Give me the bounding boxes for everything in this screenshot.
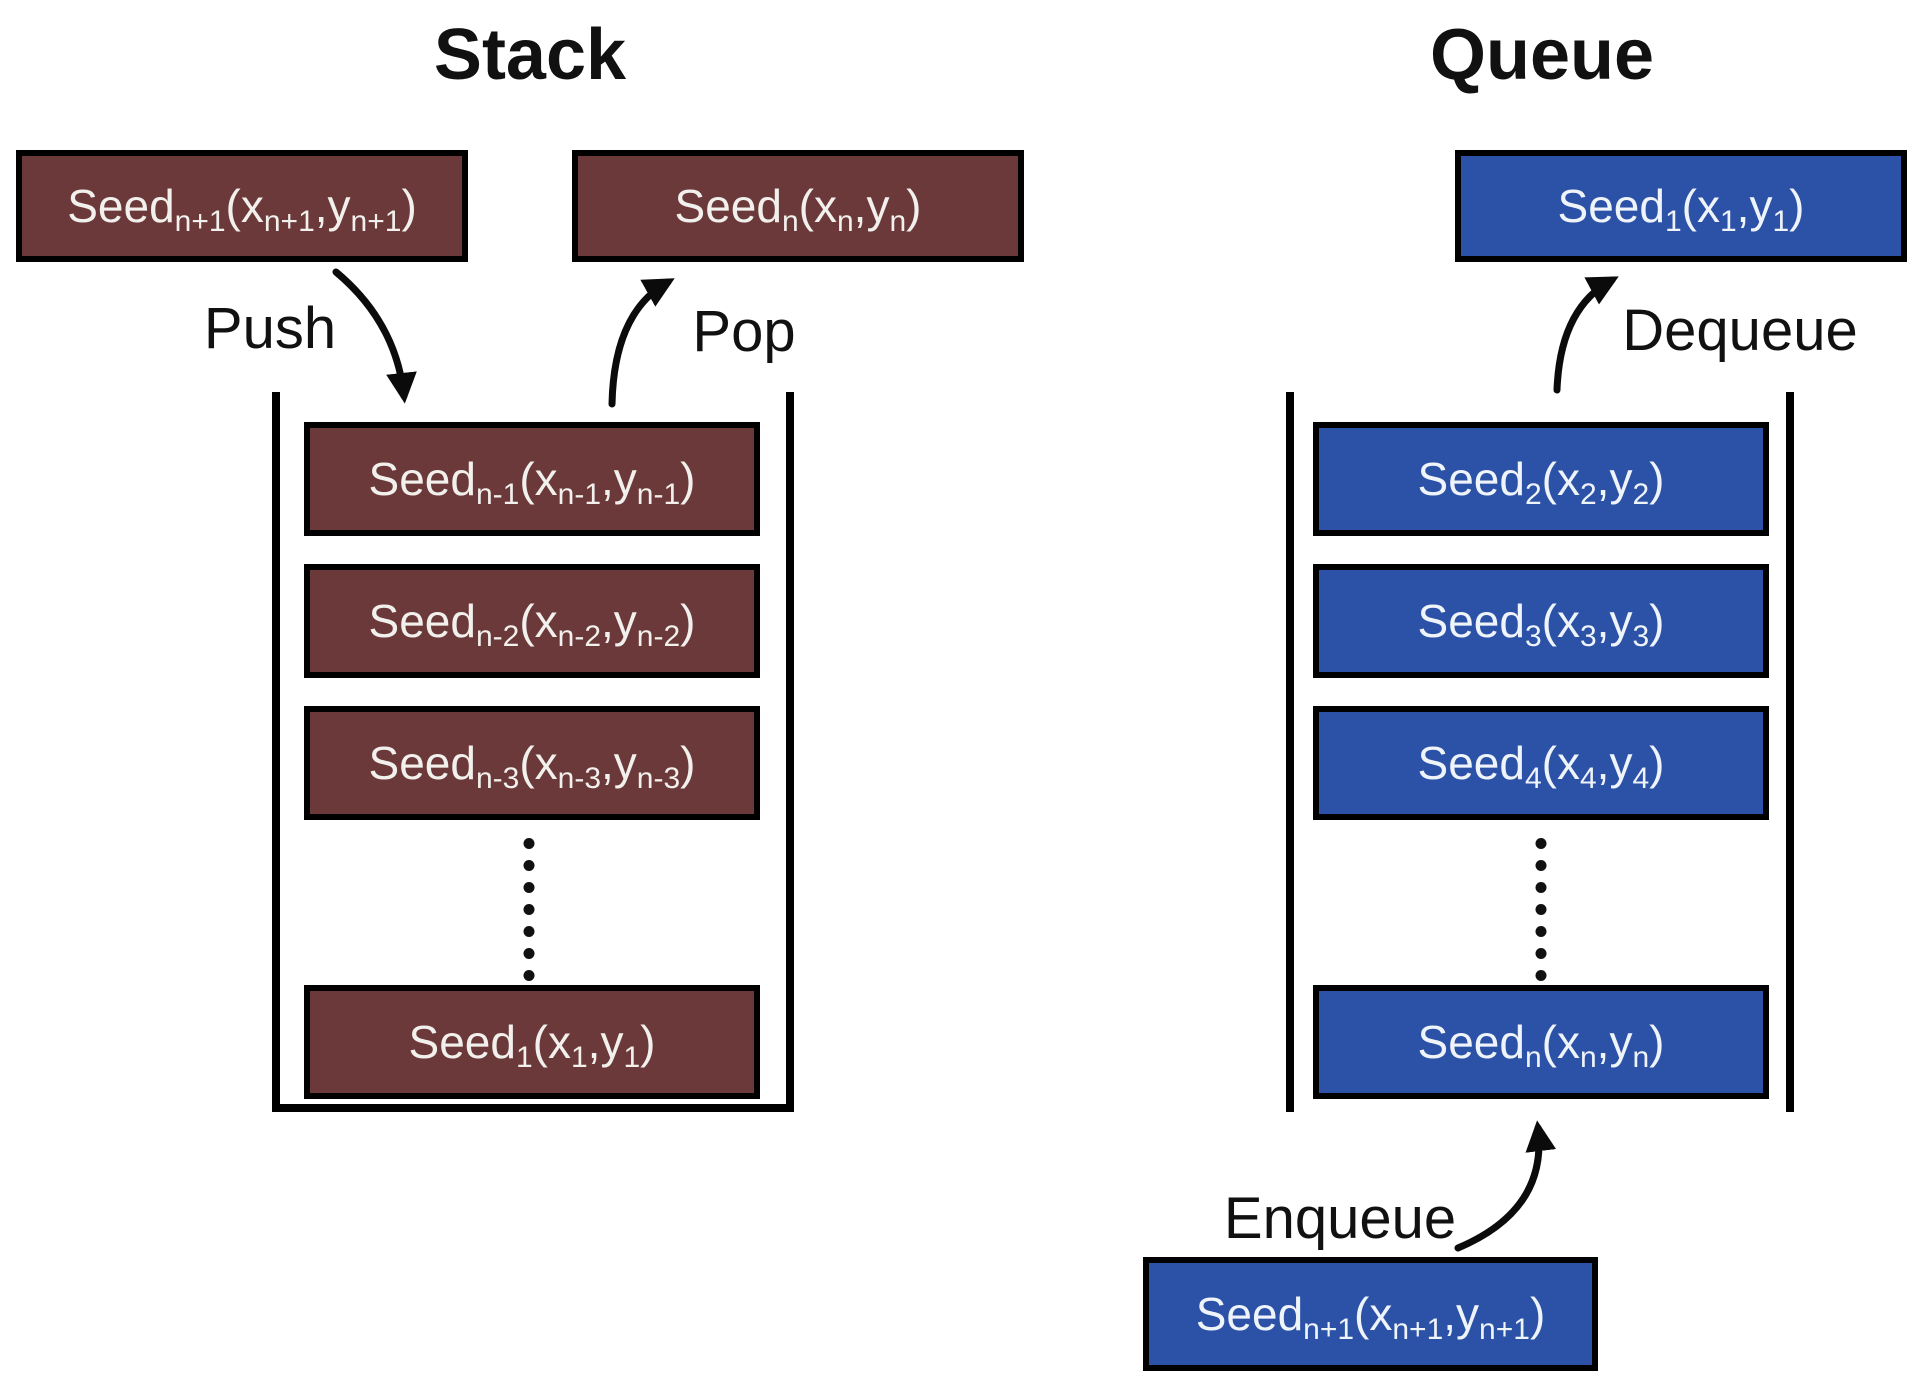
dequeue-label: Dequeue: [1622, 298, 1858, 363]
stack-ellipsis-dots: [523, 838, 535, 981]
enqueue-label: Enqueue: [1223, 1186, 1457, 1251]
queue-ellipsis-dots: [1535, 838, 1547, 981]
enqueue-arrow: [1454, 1120, 1557, 1252]
queue-container-left-rail: [1286, 392, 1294, 1112]
pop-arrow: [608, 278, 675, 408]
push-arrow: [332, 268, 417, 404]
stack-container-left-rail: [272, 392, 280, 1112]
stack-container-bottom-rail: [272, 1104, 794, 1112]
dequeue-arrow: [1553, 276, 1619, 394]
stack-container-right-rail: [786, 392, 794, 1112]
pop-label: Pop: [692, 299, 796, 364]
push-label: Push: [203, 296, 337, 361]
stack-title: Stack: [433, 15, 627, 95]
queue-container-right-rail: [1786, 392, 1794, 1112]
queue-title: Queue: [1429, 15, 1655, 95]
